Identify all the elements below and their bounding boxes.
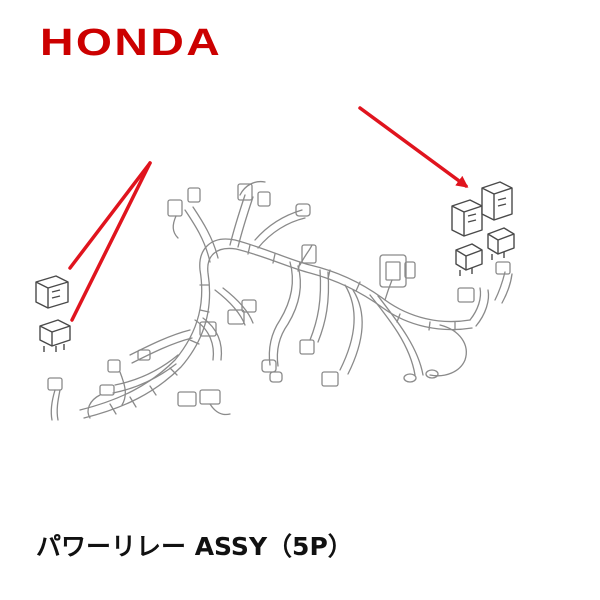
honda-logo: HONDA <box>40 22 223 64</box>
wire-harness-icon <box>47 180 513 421</box>
relay-icon <box>35 275 71 352</box>
pointer-arrow-icon <box>68 106 469 322</box>
relay-icon <box>451 181 515 276</box>
product-name: パワーリレー ASSY（5P） <box>36 532 353 561</box>
